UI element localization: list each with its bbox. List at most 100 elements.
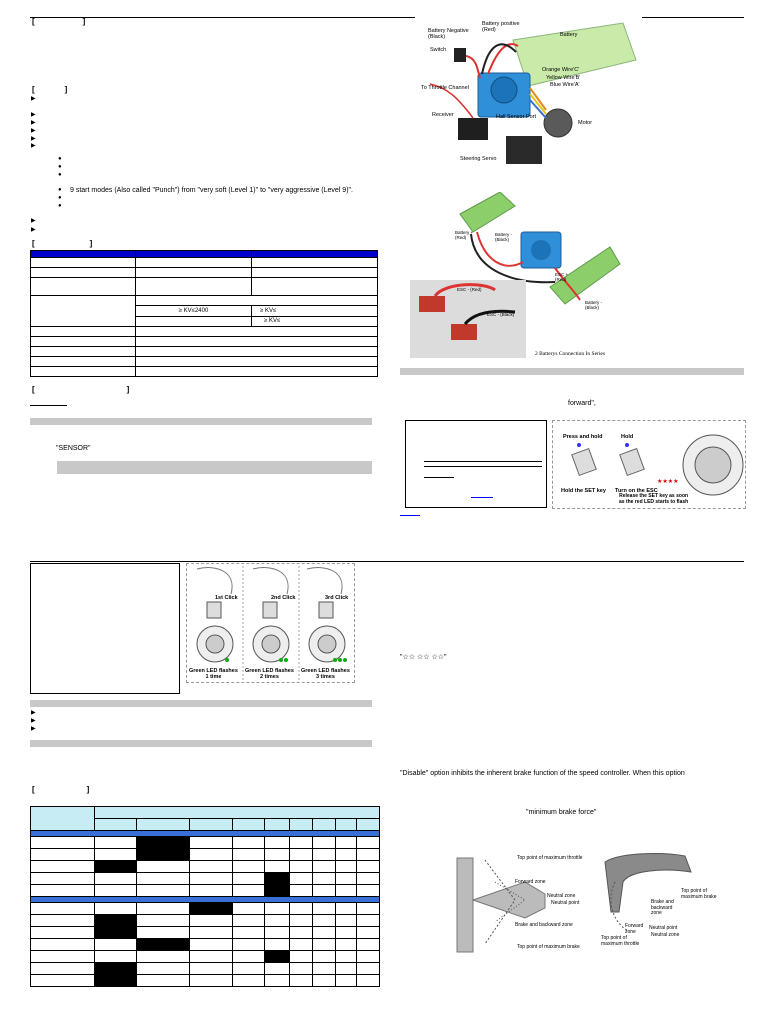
box-rule-2 (424, 466, 542, 467)
programmable-items-table (30, 806, 380, 987)
feature-arrow-7: ▶ (31, 218, 36, 224)
feature-bullet-1: ● (58, 156, 62, 162)
middle-rule (30, 561, 744, 562)
label-r-top-brake: Top point of maximum brake (681, 888, 717, 900)
bracket-open: [ (32, 385, 35, 394)
label-hall-sensor: Hall Sensor Port (496, 114, 537, 120)
label-receiver: Receiver (432, 112, 454, 118)
kv-range-high: ≥ KV≤ (251, 315, 378, 328)
label-green-3: Green LED flashes 3 times (301, 668, 350, 680)
label-turn-on: Turn on the ESC (615, 488, 658, 494)
bracket-open: [ (32, 17, 35, 26)
label-3rd-click: 3rd Click (325, 595, 349, 601)
specification-table: ≥ KV≤2400≥ KV≤ ≥ KV≤ (30, 250, 378, 377)
label-esc-black: ESC - (Black) (487, 312, 515, 317)
label-r-brake-zone: Brake and backward zone (651, 899, 674, 916)
label-steering-servo: Steering Servo (460, 156, 497, 162)
link-underline (400, 515, 420, 516)
feature-bullet-5: ● (58, 195, 62, 201)
label-battery: Battery (560, 32, 578, 38)
top-rule-right (642, 17, 744, 18)
label-r-forward-zone: Forward zone (625, 923, 644, 935)
disable-text: "Disable" option inhibits the inherent b… (400, 770, 685, 777)
label-neutral-zone: Neutral zone (547, 893, 576, 899)
box-link-underline (471, 497, 493, 498)
label-press-hold: Press and hold (563, 434, 603, 440)
label-top-max-brake: Top point of maximum brake (517, 944, 580, 950)
feature-arrow-4: ▶ (31, 128, 36, 134)
label-r-neutral-zone: Neutral zone (651, 932, 680, 938)
feature-bullet-3: ● (58, 172, 62, 178)
label-1st-click: 1st Click (215, 595, 238, 601)
top-rule-left (30, 17, 415, 18)
sensor-text: "SENSOR" (56, 445, 91, 452)
label-hold-set: Hold the SET key (561, 488, 606, 494)
label-battery-plus: Battery + (Red) (455, 230, 474, 240)
label-neutral-point: Neutral point (551, 900, 580, 906)
bracket-close: ] (86, 785, 90, 794)
bracket-close: ] (82, 17, 86, 26)
label-top-max-throttle: Top point of maximum throttle (517, 855, 583, 861)
feature-arrow-1: ▶ (31, 96, 36, 102)
gray-band-1 (30, 418, 372, 425)
box-rule-3 (424, 477, 454, 478)
label-r-top-throttle: Top point of maximum throttle (601, 935, 640, 947)
stars-text: "☆☆ ☆☆ ☆☆" (400, 654, 447, 661)
short-underline (30, 405, 67, 406)
empty-box (30, 563, 180, 694)
label-blue-wire: Blue Wire'A' (550, 82, 580, 88)
label-hold: Hold (621, 434, 634, 440)
start-modes-text: 9 start modes (Also called "Punch") from… (70, 187, 353, 194)
forward-text: forward", (568, 400, 596, 407)
label-r-neutral-point: Neutral point (649, 925, 678, 931)
bracket-open: [ (32, 785, 35, 794)
gray-band-2 (57, 461, 372, 474)
set-key-figure: ★★★★ Press and hold Hold Hold the SET ke… (552, 420, 746, 509)
feature-bullet-2: ● (58, 164, 62, 170)
section-bracket-5: [] (32, 785, 89, 794)
feature-arrow-2: ▶ (31, 112, 36, 118)
feature-arrow-8: ▶ (31, 227, 36, 233)
svg-text:★★★★: ★★★★ (657, 478, 679, 485)
bracket-close: ] (126, 385, 130, 394)
min-brake-text: "minimum brake force" (526, 809, 597, 816)
bracket-open: [ (32, 239, 35, 248)
label-2nd-click: 2nd Click (271, 595, 296, 601)
bracket-open: [ (32, 85, 35, 94)
section-bracket-3: [] (32, 239, 92, 248)
section-bracket-1: [] (32, 17, 85, 26)
gray-band-3 (400, 368, 744, 375)
section-bracket-4: [] (32, 385, 129, 394)
label-release: Release the SET key as soon as the red L… (619, 493, 689, 505)
label-green-2: Green LED flashes 2 times (245, 668, 294, 680)
label-battery-minus: Battery - (Black) (495, 232, 513, 242)
box-rule-1 (424, 461, 542, 462)
feature-arrow-3: ▶ (31, 120, 36, 126)
feature-bullet-6: ● (58, 203, 62, 209)
throttle-zones-figure: Top point of maximum throttle Forward zo… (455, 852, 717, 954)
label-green-1: Green LED flashes 1 time (189, 668, 238, 680)
arrow-b1: ▶ (31, 710, 36, 716)
label-motor: Motor (578, 120, 593, 126)
label-yellow-wire: Yellow Wire'B' (546, 75, 581, 81)
label-switch: Switch (430, 47, 447, 53)
feature-arrow-6: ▶ (31, 143, 36, 149)
kv-range-low: ≥ KV≤2400 (135, 305, 252, 317)
label-throttle-channel: To Throttle Channel (421, 85, 469, 91)
bracket-close: ] (64, 85, 68, 94)
label-esc-red: ESC - (Red) (457, 287, 482, 292)
label-battery-negative: Battery Negative (Black) (428, 28, 469, 40)
label-esc-plus: ESC + (Red) (555, 272, 569, 282)
arrow-b2: ▶ (31, 718, 36, 724)
label-forward-zone: Forward zone (515, 879, 546, 885)
bracket-close: ] (89, 239, 93, 248)
label-battery-positive: Battery positive (Red) (482, 21, 520, 33)
arrow-b3: ▶ (31, 726, 36, 732)
click-sequence-figure: 1st Click 2nd Click 3rd Click Green LED … (186, 563, 355, 683)
kv-range-mid: ≥ KV≤ (251, 305, 378, 317)
feature-bullet-4: ● (58, 187, 62, 193)
label-orange-wire: Orange Wire'C' (542, 67, 580, 73)
instruction-box (405, 420, 547, 508)
gray-band-5 (30, 740, 372, 747)
wiring-diagram: Battery Negative (Black) Battery positiv… (418, 18, 640, 186)
